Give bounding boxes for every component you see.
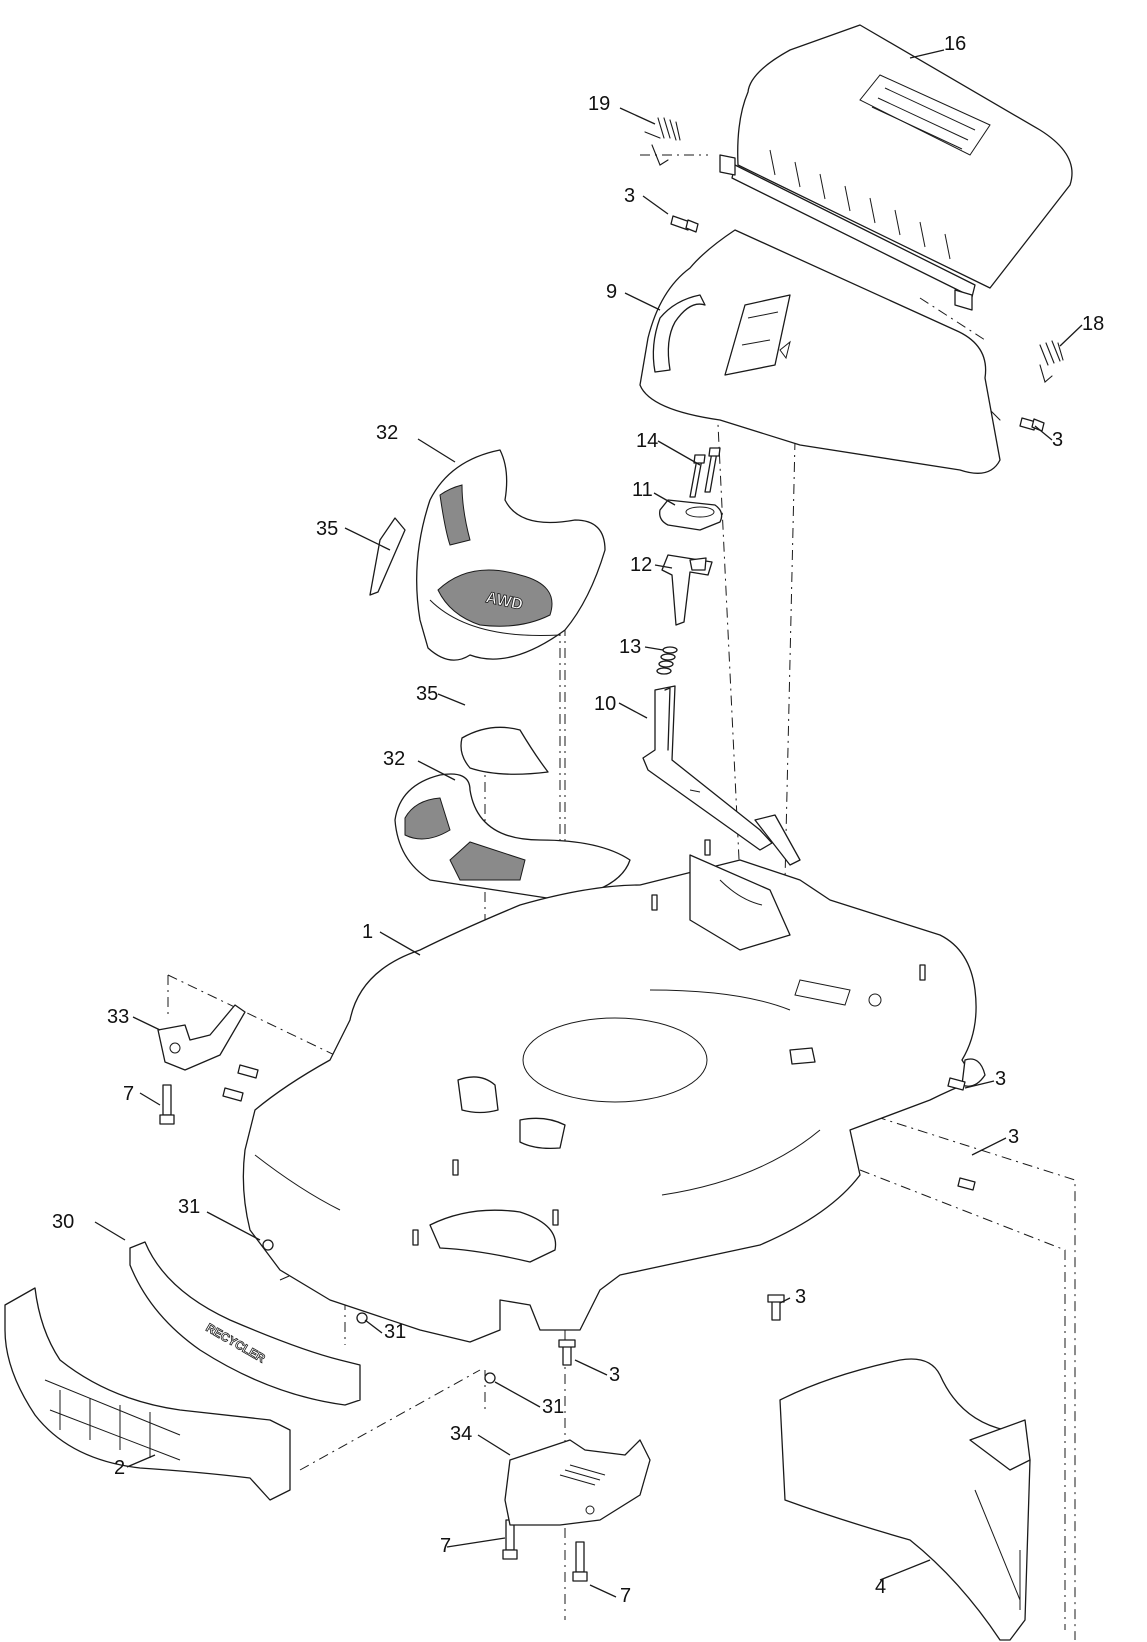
callout-31-right: 31 — [542, 1396, 564, 1418]
callout-2: 2 — [114, 1457, 125, 1479]
callout-1: 1 — [362, 921, 373, 943]
callout-12: 12 — [630, 554, 652, 576]
callout-3-bracket: 3 — [609, 1364, 620, 1386]
callout-34: 34 — [450, 1423, 472, 1445]
part-35-insert-lower — [460, 726, 549, 775]
part-9-rear-guard — [639, 229, 1001, 474]
flap-ribs — [769, 149, 951, 260]
callout-32-lower: 32 — [383, 748, 405, 770]
callout-13: 13 — [619, 636, 641, 658]
leader-lines — [94, 49, 1083, 1598]
callout-35-upper: 35 — [316, 518, 338, 540]
part-16-rear-flap — [719, 24, 1073, 311]
part-2-front-bumper — [4, 1287, 291, 1501]
part-32-cover-upper: AWD — [416, 449, 606, 661]
callout-31-middle: 31 — [384, 1321, 406, 1343]
callout-3-deck-right: 3 — [995, 1068, 1006, 1090]
part-7-bolt-bottom-b — [572, 1541, 588, 1582]
callout-7-bottom-left: 7 — [440, 1535, 451, 1557]
callout-14: 14 — [636, 430, 658, 452]
callout-30: 30 — [52, 1211, 74, 1233]
part-7-bolt-left — [159, 1084, 175, 1125]
part-32-cover-lower — [394, 773, 631, 901]
part-1-mower-deck — [242, 839, 986, 1343]
callout-3-guard: 3 — [1052, 429, 1063, 451]
callout-18: 18 — [1082, 313, 1104, 335]
part-10-height-lever — [642, 685, 801, 866]
part-18-spring — [1039, 340, 1064, 383]
part-31-nuts — [262, 1239, 496, 1384]
callout-3-deck-rear: 3 — [1008, 1126, 1019, 1148]
callout-7-bottom-right: 7 — [620, 1585, 631, 1607]
callout-7-left: 7 — [123, 1083, 134, 1105]
part-14-screws — [689, 447, 721, 498]
callout-11: 11 — [632, 479, 653, 501]
part-4-grass-chute — [779, 1358, 1031, 1641]
callout-16: 16 — [944, 33, 966, 55]
part-3-bolts-deck — [222, 1064, 976, 1366]
callout-4: 4 — [875, 1576, 886, 1598]
part-35-insert-upper — [369, 517, 406, 596]
part-19-spring — [644, 117, 681, 166]
flap-label-plate — [859, 74, 991, 156]
callout-33: 33 — [107, 1006, 129, 1028]
part-11-knob — [659, 499, 723, 531]
part-3-bolt-top — [670, 215, 699, 233]
part-13-spring — [656, 646, 678, 675]
part-33-bracket — [157, 1004, 246, 1071]
callout-31-left: 31 — [178, 1196, 200, 1218]
callout-32-upper: 32 — [376, 422, 398, 444]
callout-3-flap: 3 — [624, 185, 635, 207]
callout-3-underside: 3 — [795, 1286, 806, 1308]
callout-10: 10 — [594, 693, 616, 715]
part-7-bolt-bottom-a — [502, 1519, 518, 1560]
callout-19: 19 — [588, 93, 610, 115]
callout-labels: 16 19 3 9 18 3 32 14 11 35 12 13 35 10 3… — [52, 33, 1104, 1607]
callout-35-lower: 35 — [416, 683, 438, 705]
part-12-adjuster — [661, 554, 713, 626]
part-34-rear-bracket — [504, 1439, 651, 1526]
callout-9: 9 — [606, 281, 617, 303]
